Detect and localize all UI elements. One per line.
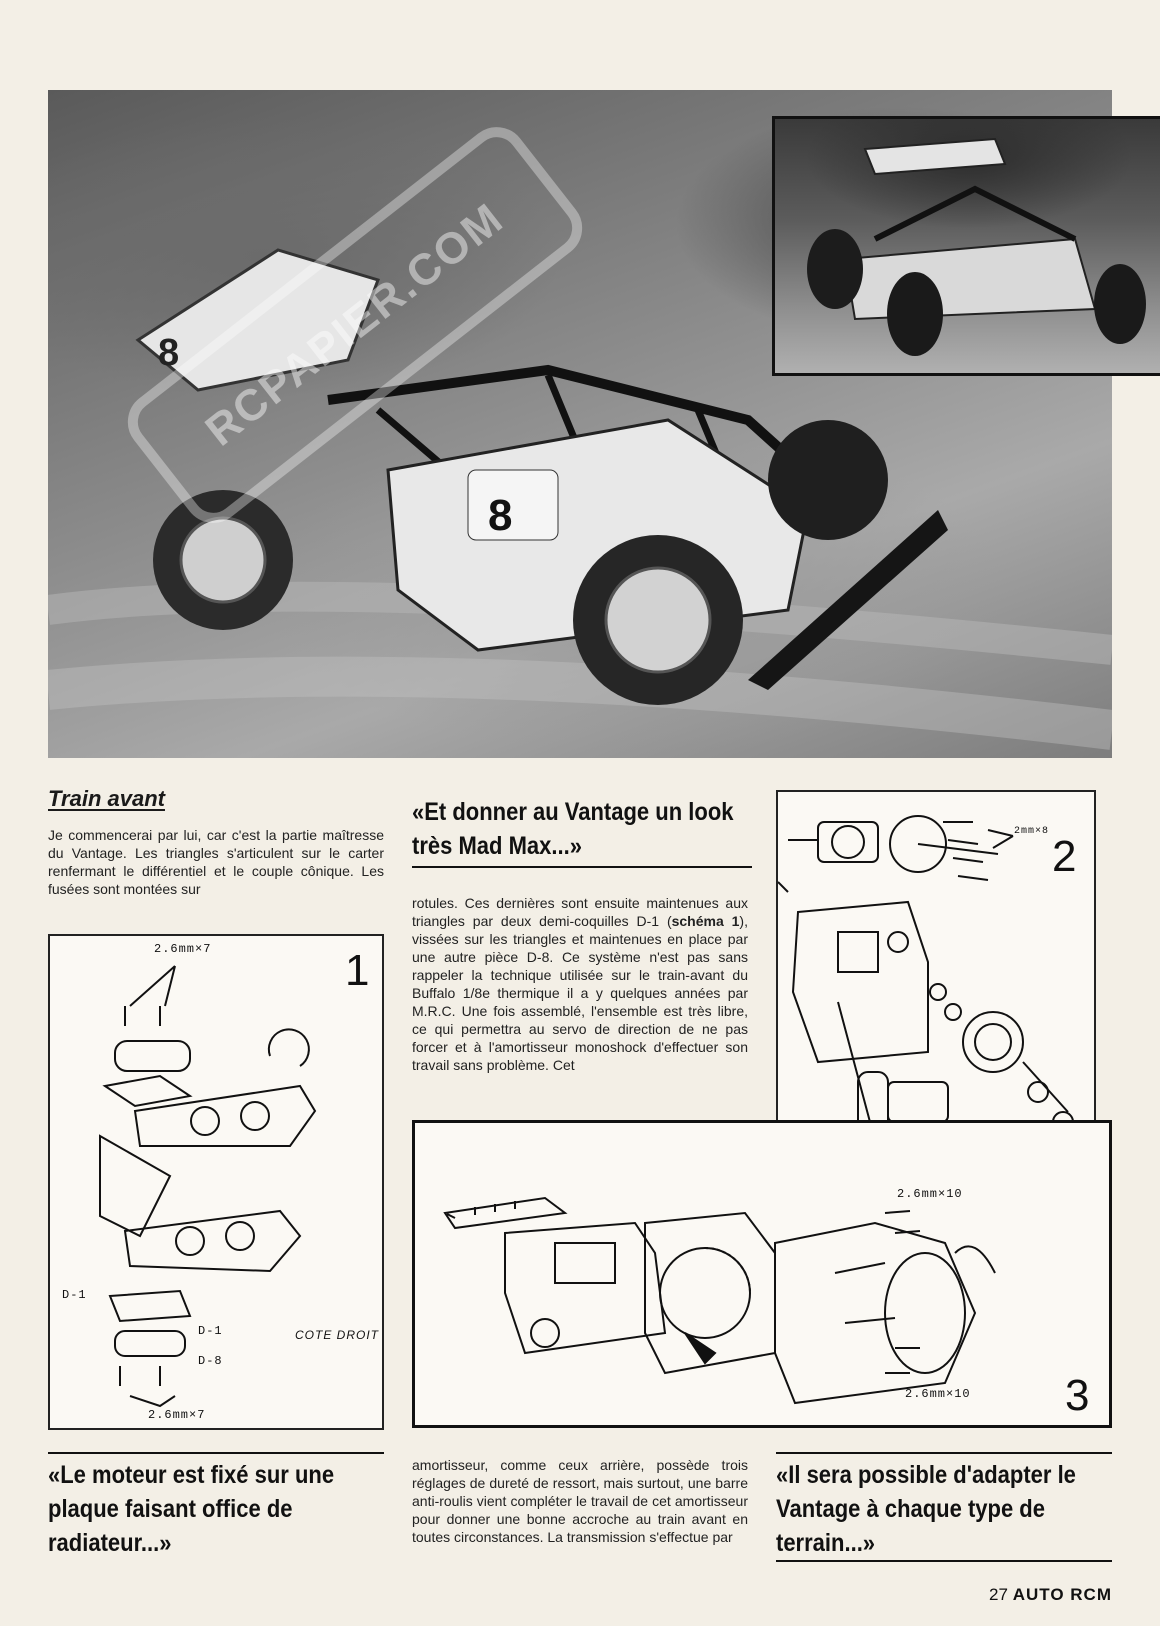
figure-1-label-d8: D-8: [198, 1354, 223, 1368]
page-footer: 27 AUTO RCM: [989, 1585, 1112, 1605]
inset-buggy-illustration: [807, 137, 1146, 356]
col2-text-a: rotules. Ces dernières sont ensuite main…: [412, 895, 748, 929]
quote-3-rule: [776, 1452, 1112, 1454]
figure-1-label-d1b: D-1: [198, 1324, 223, 1338]
figure-3-label-bottom: 2.6mm×10: [905, 1387, 971, 1401]
figure-2-label-screws: 2mm×8: [1014, 826, 1050, 837]
quote-3-bottom-rule: [776, 1560, 1112, 1562]
figure-1-number: 1: [345, 946, 370, 995]
inset-photo-buggy: [772, 116, 1160, 376]
figure-2-number: 2: [1052, 832, 1077, 881]
figure-1-label-side: COTE DROIT: [295, 1328, 379, 1342]
figure-1: 1 2.6mm×7 2.6mm×7 D-1 D-1 D-8 COTE DROIT: [48, 934, 384, 1430]
page-number: 27: [989, 1585, 1008, 1604]
figure-3: 3 2.6mm×10 2.6mm×10: [412, 1120, 1112, 1428]
pull-quote-1-text: «Et donner au Vantage un look très Mad M…: [412, 798, 734, 860]
figure-3-label-top: 2.6mm×10: [897, 1187, 963, 1201]
col1-text: Je commencerai par lui, car c'est la par…: [48, 826, 384, 898]
col2-bottom-paragraph: amortisseur, comme ceux arrière, possède…: [412, 1457, 748, 1545]
quote-1-rule: [412, 866, 752, 868]
figure-2-drawing: [778, 815, 1074, 1163]
quote-2-rule: [48, 1452, 384, 1454]
figure-1-label-bottom: 2.6mm×7: [148, 1408, 206, 1422]
col2-paragraph: rotules. Ces dernières sont ensuite main…: [412, 894, 748, 1074]
figure-1-label-d1a: D-1: [62, 1288, 87, 1302]
col2-text-b: ), vissées sur les triangles et maintenu…: [412, 913, 748, 1073]
svg-text:8: 8: [488, 491, 512, 540]
figure-3-number: 3: [1065, 1371, 1090, 1420]
figure-2: 2 2mm×8: [776, 790, 1096, 1168]
pull-quote-3-text: «Il sera possible d'adapter le Vantage à…: [776, 1461, 1076, 1557]
pull-quote-2: «Le moteur est fixé sur une plaque faisa…: [48, 1458, 384, 1560]
col2-text: rotules. Ces dernières sont ensuite main…: [412, 894, 748, 1074]
pull-quote-1: «Et donner au Vantage un look très Mad M…: [412, 795, 752, 863]
magazine-name: AUTO RCM: [1012, 1585, 1112, 1604]
svg-text:8: 8: [158, 332, 179, 374]
section-heading: Train avant: [48, 786, 165, 811]
col1-paragraph: Je commencerai par lui, car c'est la par…: [48, 827, 384, 897]
pull-quote-3: «Il sera possible d'adapter le Vantage à…: [776, 1458, 1112, 1560]
figure-1-drawing: [99, 965, 317, 1408]
figure-1-label-top: 2.6mm×7: [154, 942, 212, 956]
figure-3-drawing: [443, 1196, 996, 1405]
buggy-illustration: 8 8: [48, 248, 1112, 750]
col2-text-bold: schéma 1: [671, 913, 740, 929]
pull-quote-2-text: «Le moteur est fixé sur une plaque faisa…: [48, 1461, 335, 1557]
col2-bottom-text: amortisseur, comme ceux arrière, possède…: [412, 1456, 748, 1546]
